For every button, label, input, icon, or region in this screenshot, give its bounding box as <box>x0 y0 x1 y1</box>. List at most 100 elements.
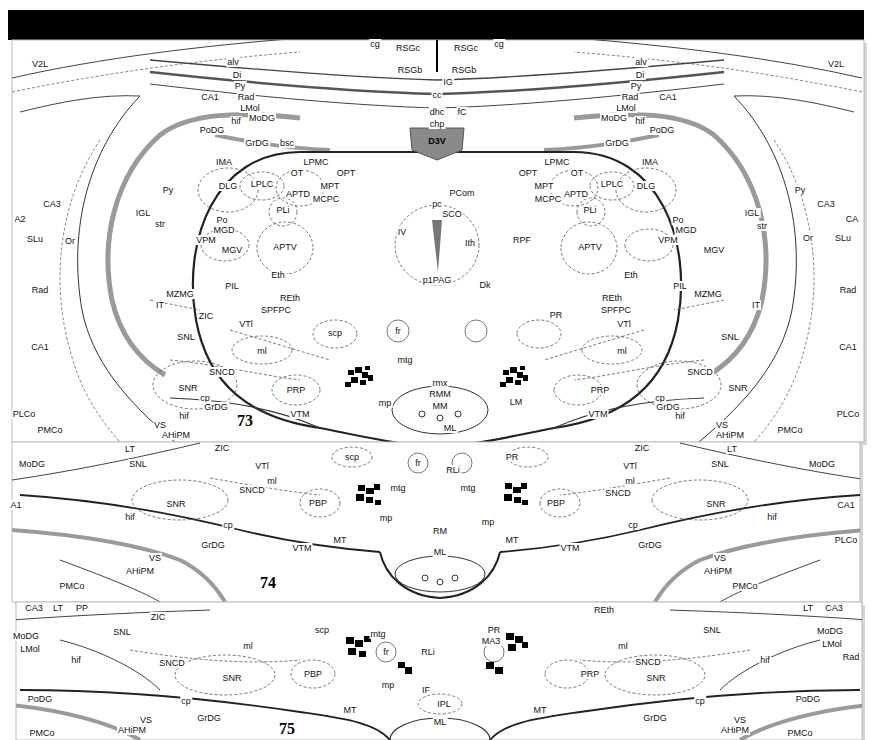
atlas-path <box>230 330 330 360</box>
region-label: mp <box>379 513 394 523</box>
region-label: fr <box>414 458 422 468</box>
midline <box>436 40 438 72</box>
region-label: Po <box>215 215 228 225</box>
region-label: mp <box>481 517 496 527</box>
section-number: 74 <box>259 574 277 591</box>
injection-site-marks <box>346 633 528 674</box>
region-label: VS <box>153 420 167 430</box>
region-label: CA3 <box>816 199 836 209</box>
region-label: AHiPM <box>703 566 733 576</box>
region-label: APTD <box>563 189 589 199</box>
region-label: Di <box>635 70 646 80</box>
atlas-rect <box>523 375 528 381</box>
atlas-circle <box>387 320 409 342</box>
region-label: SLu <box>834 233 852 243</box>
region-label: PLCo <box>836 409 861 419</box>
region-label: Ith <box>464 238 476 248</box>
region-label: cp <box>694 696 706 706</box>
region-label: ML <box>443 423 458 433</box>
region-label: LMol <box>239 103 261 113</box>
region-label: MGD <box>213 225 236 235</box>
region-label: CA <box>845 214 860 224</box>
region-label: AHiPM <box>715 430 745 440</box>
region-label: PRP <box>580 669 601 679</box>
region-label: cp <box>627 520 639 530</box>
atlas-ellipse <box>332 447 372 467</box>
region-label: PoDG <box>199 125 226 135</box>
region-label: Rad <box>621 92 640 102</box>
region-label: GrDG <box>196 713 222 723</box>
region-label: hif <box>634 116 646 126</box>
region-label: GrDG <box>642 713 668 723</box>
region-label: MCPC <box>312 194 341 204</box>
atlas-path <box>150 84 437 108</box>
atlas-path <box>170 360 300 380</box>
region-label: IMA <box>215 157 233 167</box>
atlas-rect <box>345 382 351 387</box>
region-label: V2L <box>31 59 49 69</box>
region-label: bsc <box>279 138 295 148</box>
region-label: CA1 <box>658 92 678 102</box>
region-label: MA3 <box>481 636 502 646</box>
region-label: A1 <box>9 500 22 510</box>
region-label: PMCo <box>58 581 85 591</box>
region-label: PR <box>505 452 520 462</box>
region-label: OPT <box>518 168 539 178</box>
region-label: cg <box>493 39 505 49</box>
region-label: CA3 <box>42 199 62 209</box>
region-label: LPMC <box>543 157 570 167</box>
region-label: IPL <box>436 699 452 709</box>
region-label: OT <box>290 168 305 178</box>
region-label: VS <box>139 715 153 725</box>
region-label: PoDG <box>795 694 822 704</box>
region-label: RM <box>432 526 448 536</box>
region-label: MT <box>533 705 548 715</box>
atlas-ellipse <box>291 660 335 688</box>
region-label: VTl <box>254 461 270 471</box>
region-label: PMCo <box>776 425 803 435</box>
region-label: VTM <box>560 543 581 553</box>
region-label: ml <box>256 346 268 356</box>
region-label: hif <box>230 116 242 126</box>
atlas-rect <box>360 380 366 385</box>
region-label: OT <box>570 168 585 178</box>
atlas-rect <box>520 366 525 370</box>
panel-frame <box>16 602 862 740</box>
atlas-path <box>20 96 140 112</box>
region-label: VS <box>148 553 162 563</box>
region-label: hif <box>759 655 771 665</box>
region-label: PMCo <box>36 425 63 435</box>
atlas-rect <box>362 372 368 378</box>
atlas-rect <box>503 370 509 375</box>
region-label: SNR <box>705 499 726 509</box>
atlas-rect <box>366 497 373 503</box>
region-label: PRP <box>286 385 307 395</box>
nucleus-dot <box>452 575 458 581</box>
atlas-rect <box>504 494 512 501</box>
hemisection <box>12 40 437 442</box>
atlas-path <box>60 640 160 690</box>
region-label: ml <box>616 346 628 356</box>
region-label: SNR <box>727 383 748 393</box>
region-label: IMA <box>641 157 659 167</box>
region-label: LMol <box>19 644 41 654</box>
region-label: SNL <box>702 625 722 635</box>
region-label: AHiPM <box>720 725 750 735</box>
pag-outline <box>395 205 479 285</box>
region-label: ZIC <box>198 311 215 321</box>
atlas-rect <box>398 662 405 668</box>
nucleus-dot <box>437 579 443 585</box>
atlas-path <box>210 478 320 495</box>
region-label: PR <box>549 310 564 320</box>
region-label: hif <box>674 411 686 421</box>
region-label: Py <box>234 81 247 91</box>
atlas-circle <box>376 642 396 662</box>
region-label: SPFPC <box>600 305 632 315</box>
atlas-ellipse <box>132 480 228 520</box>
region-label: VTl <box>616 319 632 329</box>
region-label: LMol <box>821 639 843 649</box>
panel-frame <box>12 442 860 602</box>
region-label: SNL <box>128 459 148 469</box>
region-label: GrDG <box>203 402 229 412</box>
atlas-rect <box>508 644 516 651</box>
